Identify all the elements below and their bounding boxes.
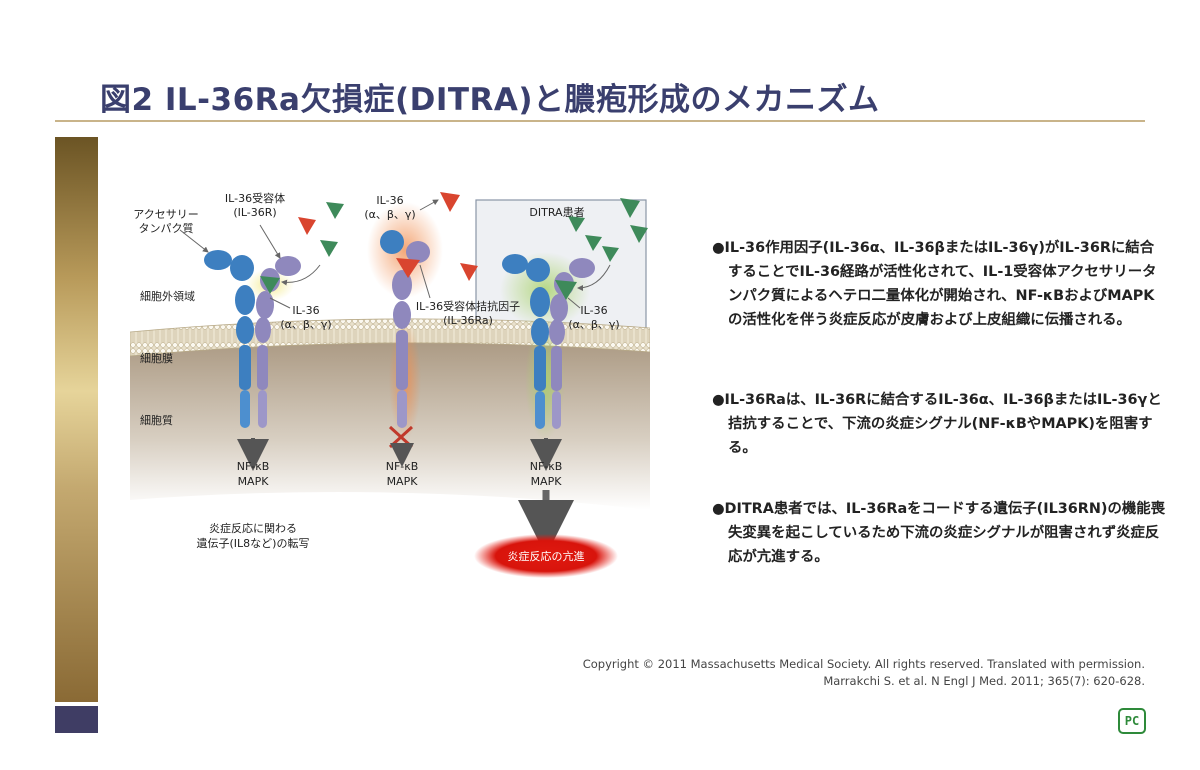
extracellular-label: 細胞外領域 (140, 289, 195, 303)
mapk-right-label: MAPK (531, 475, 563, 488)
antagonist-label-2: (IL-36Ra) (443, 314, 493, 327)
enhanced-inflammation-blob (474, 534, 618, 578)
il36-left-label-2: (α、β、γ) (280, 318, 331, 331)
receptor-label: IL-36受容体 (225, 191, 285, 205)
middle-receptor-complex (380, 230, 430, 467)
side-gradient-bar (55, 137, 98, 702)
il36-right-label: IL-36 (580, 304, 607, 317)
nfkb-middle-label: NF-κB (386, 460, 419, 473)
antagonist-label: IL-36受容体拮抗因子 (416, 299, 520, 313)
il36-left-label: IL-36 (292, 304, 319, 317)
bullet-antagonism: ●IL-36Raは、IL-36Rに結合するIL-36α、IL-36βまたはIL-… (712, 392, 1162, 456)
il36-top-label: IL-36 (376, 194, 403, 207)
mapk-left-label: MAPK (238, 475, 270, 488)
page-title: 図2 IL-36Ra欠損症(DITRA)と膿疱形成のメカニズム (100, 82, 880, 118)
mapk-middle-label: MAPK (387, 475, 419, 488)
title-divider (55, 120, 1145, 122)
accessory-label-2: タンパク質 (139, 221, 194, 235)
il36-top-label-2: (α、β、γ) (364, 208, 415, 221)
il36-mechanism-diagram: アクセサリー タンパク質 IL-36受容体 (IL-36R) IL-36 (α、… (130, 191, 650, 578)
free-ligands (298, 192, 648, 281)
left-receptor-complex (204, 250, 301, 471)
right-receptor-complex (502, 254, 595, 556)
bullet-activation: ●IL-36作用因子(IL-36α、IL-36βまたはIL-36γ)がIL-36… (712, 240, 1157, 328)
accessory-label: アクセサリー (133, 208, 198, 221)
ditra-patient-label: DITRA患者 (529, 206, 584, 219)
pc-logo: PC (1118, 708, 1146, 734)
transcription-label-2: 遺伝子(IL8など)の転写 (197, 536, 310, 550)
bullet-ditra: ●DITRA患者では、IL-36Raをコードする遺伝子(IL36RN)の機能喪失… (712, 501, 1166, 565)
membrane-label: 細胞膜 (140, 352, 173, 365)
side-square-marker (55, 706, 98, 733)
citation-line: Marrakchi S. et al. N Engl J Med. 2011; … (823, 674, 1145, 688)
il36-right-label-2: (α、β、γ) (568, 318, 619, 331)
cytoplasm-label: 細胞質 (140, 413, 173, 427)
copyright-notice: Copyright © 2011 Massachusetts Medical S… (583, 656, 1145, 690)
antagonist-glow (367, 202, 443, 298)
receptor-label-2: (IL-36R) (233, 206, 276, 219)
enhanced-inflammation-label: 炎症反応の亢進 (508, 549, 585, 563)
nfkb-right-label: NF-κB (530, 460, 563, 473)
copyright-line: Copyright © 2011 Massachusetts Medical S… (582, 657, 1145, 671)
nfkb-left-label: NF-κB (237, 460, 270, 473)
transcription-label: 炎症反応に関わる (209, 521, 297, 535)
